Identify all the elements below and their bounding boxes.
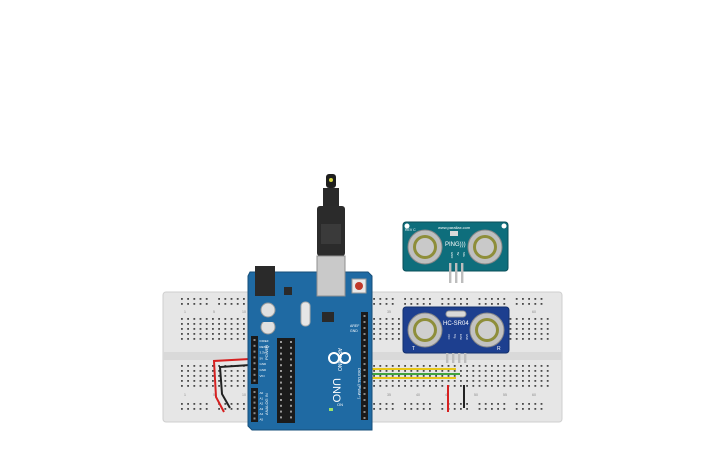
breadboard-column-number: 60 [532, 310, 536, 314]
power-label: POWER [264, 345, 269, 360]
aref-label: AREF [350, 324, 359, 328]
hc-name: HC-SR04 [443, 321, 469, 327]
power-pin-label: 3.3V [260, 351, 266, 355]
breadboard-column-number: 5 [213, 310, 215, 314]
breadboard-column-number: 1 [184, 393, 186, 397]
arduino-logo [328, 352, 351, 364]
hc-pin-label: VCC [447, 334, 451, 340]
breadboard-column-number: 35 [387, 393, 391, 397]
reset-button[interactable] [355, 282, 363, 290]
analog-header[interactable] [251, 388, 258, 422]
breadboard-column-number: 55 [503, 393, 507, 397]
hc-pin[interactable] [464, 353, 467, 363]
brand-label: ARDUINO [336, 348, 342, 371]
ping-rev: REV C [405, 228, 416, 232]
power-pin-label: RESET [260, 345, 270, 349]
breadboard-column-number: 50 [474, 393, 478, 397]
hc-pin[interactable] [446, 353, 449, 363]
power-wires [212, 358, 251, 413]
gnd-label: GND [350, 329, 358, 333]
signal-wires [364, 368, 465, 412]
analog-pin-label: A0 [260, 391, 264, 395]
breadboard-column-number: 1 [184, 310, 186, 314]
usb-port[interactable] [316, 255, 346, 297]
on-label: ON [337, 402, 343, 407]
power-pin-label: GND [260, 368, 268, 372]
breadboard-column-number: 45 [445, 393, 449, 397]
analog-pin-label: A1 [260, 396, 264, 400]
power-header[interactable] [251, 336, 258, 384]
hc-pin[interactable] [452, 353, 455, 363]
ping-pin-label: SIG [462, 252, 466, 257]
breadboard-column-number: 60 [532, 393, 536, 397]
power-led [329, 408, 333, 411]
hc-pin-label: Echo [459, 334, 463, 340]
ping-name: PING))) [445, 242, 466, 248]
arduino-uno-board[interactable]: ARDUINO UNO DIGITAL (PWM~) POWER ANALOG … [247, 255, 373, 431]
ping-pin[interactable] [455, 263, 458, 283]
breadboard-column-number: 35 [387, 310, 391, 314]
analog-pin-label: A4 [260, 412, 264, 416]
power-pin-label: IOREF [260, 339, 269, 343]
power-pin-label: 5V [260, 356, 264, 360]
hc-pin-label: GND [465, 334, 469, 340]
breadboard-column-number: 10 [242, 393, 246, 397]
hc-pin-label: Trig [453, 334, 457, 339]
digital-label: DIGITAL (PWM~) [357, 368, 362, 400]
hc-r-label: R [497, 346, 501, 352]
dc-power-jack[interactable] [255, 266, 275, 296]
analog-label: ANALOG IN [264, 393, 269, 415]
breadboard-column-number: 10 [242, 310, 246, 314]
breadboard-column-number: 5 [213, 393, 215, 397]
atmega-chip [277, 338, 295, 423]
ping-pin-label: 5V [456, 252, 460, 256]
ping-pin[interactable] [449, 263, 452, 283]
capacitor [260, 319, 276, 335]
ping-pin[interactable] [461, 263, 464, 283]
capacitor [260, 302, 276, 318]
model-label: UNO [330, 378, 342, 403]
digital-header[interactable] [361, 312, 368, 420]
analog-pin-label: A5 [260, 418, 264, 422]
ping-pin-label: GND [450, 252, 454, 258]
ping-brand: www.parallax.com [438, 225, 471, 230]
crystal-oscillator [300, 301, 311, 327]
breadboard-column-number: 40 [416, 393, 420, 397]
power-pin-label: VIN [260, 374, 265, 378]
hc-pin[interactable] [458, 353, 461, 363]
analog-pin-label: A3 [260, 407, 264, 411]
hc-crystal [445, 310, 467, 318]
usb-chip [322, 312, 334, 322]
power-pin-label: GND [260, 362, 268, 366]
hc-t-label: T [412, 346, 415, 352]
analog-pin-label: A2 [260, 402, 264, 406]
